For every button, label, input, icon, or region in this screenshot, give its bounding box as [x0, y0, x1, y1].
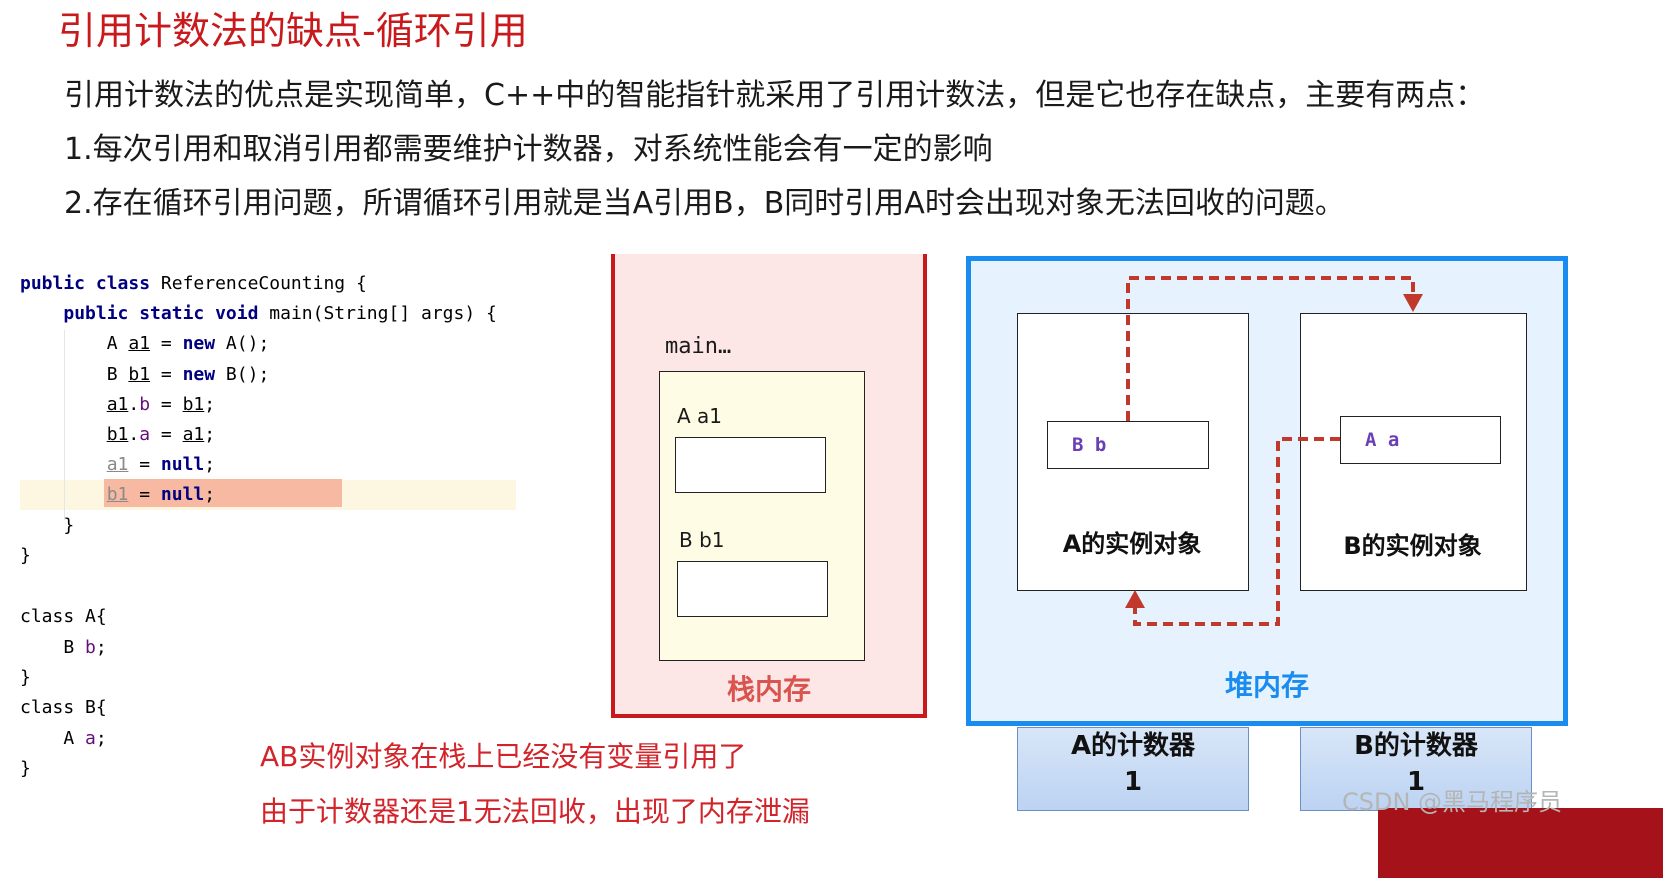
stack-memory-label: 栈内存: [726, 673, 811, 706]
object-a-field-b: B b: [1047, 421, 1209, 469]
counter-b: B的计数器 1: [1300, 727, 1532, 811]
object-b-label: B的实例对象: [1343, 532, 1482, 560]
page-title: 引用计数法的缺点-循环引用: [58, 9, 528, 53]
selection-highlight: [104, 479, 342, 507]
counter-a: A的计数器 1: [1017, 727, 1249, 811]
heap-memory-label: 堆内存: [1224, 669, 1309, 702]
arrow-b-to-a: [1133, 437, 1340, 626]
counter-b-value: 1: [1406, 767, 1426, 797]
note-no-stack-refs: AB实例对象在栈上已经没有变量引用了: [260, 740, 747, 773]
main-frame-label: main…: [665, 334, 732, 359]
object-a-label: A的实例对象: [1062, 530, 1202, 558]
code-line-16: A a;: [20, 728, 107, 749]
counter-a-label: A的计数器: [1070, 731, 1196, 761]
arrow-b-to-a-head: [1125, 590, 1145, 608]
arrow-a-to-b-head: [1403, 294, 1423, 312]
indent-guide: [64, 330, 65, 520]
var-b1-label: B b1: [679, 528, 725, 552]
note-memory-leak: 由于计数器还是1无法回收，出现了内存泄漏: [260, 795, 810, 828]
code-line-17: }: [20, 758, 31, 779]
code-line-1: public class ReferenceCounting {: [20, 273, 367, 294]
watermark: CSDN @黑马程序员: [1342, 788, 1563, 816]
arrow-a-to-b: [1126, 276, 1415, 421]
code-line-13: B b;: [20, 637, 107, 658]
intro-paragraph: 引用计数法的优点是实现简单，C++中的智能指针就采用了引用计数法，但是它也存在缺…: [64, 78, 1486, 113]
code-line-6: b1.a = a1;: [106, 424, 216, 445]
var-a1-label: A a1: [677, 404, 723, 428]
object-b-field-a: A a: [1340, 416, 1501, 464]
code-line-9: }: [20, 515, 75, 536]
code-line-7: a1 = null;: [106, 454, 216, 475]
point-2: 2.存在循环引用问题，所谓循环引用就是当A引用B，B同时引用A时会出现对象无法回…: [64, 186, 1345, 221]
code-line-10: }: [20, 545, 31, 566]
code-line-4: B b1 = new B();: [20, 364, 270, 385]
var-a1-slot: [675, 437, 826, 493]
code-line-15: class B{: [20, 697, 107, 718]
point-1: 1.每次引用和取消引用都需要维护计数器，对系统性能会有一定的影响: [64, 132, 993, 167]
code-line-14: }: [20, 667, 31, 688]
code-line-5: a1.b = b1;: [106, 394, 216, 415]
counter-b-label: B的计数器: [1354, 731, 1478, 761]
code-line-8: b1 = null;: [106, 484, 216, 505]
corner-banner: [1378, 808, 1663, 878]
code-line-12: class A{: [20, 606, 107, 627]
var-b1-slot: [677, 561, 828, 617]
code-line-3: A a1 = new A();: [20, 333, 270, 354]
code-line-2: public static void main(String[] args) {: [63, 303, 497, 324]
counter-a-value: 1: [1123, 767, 1143, 797]
